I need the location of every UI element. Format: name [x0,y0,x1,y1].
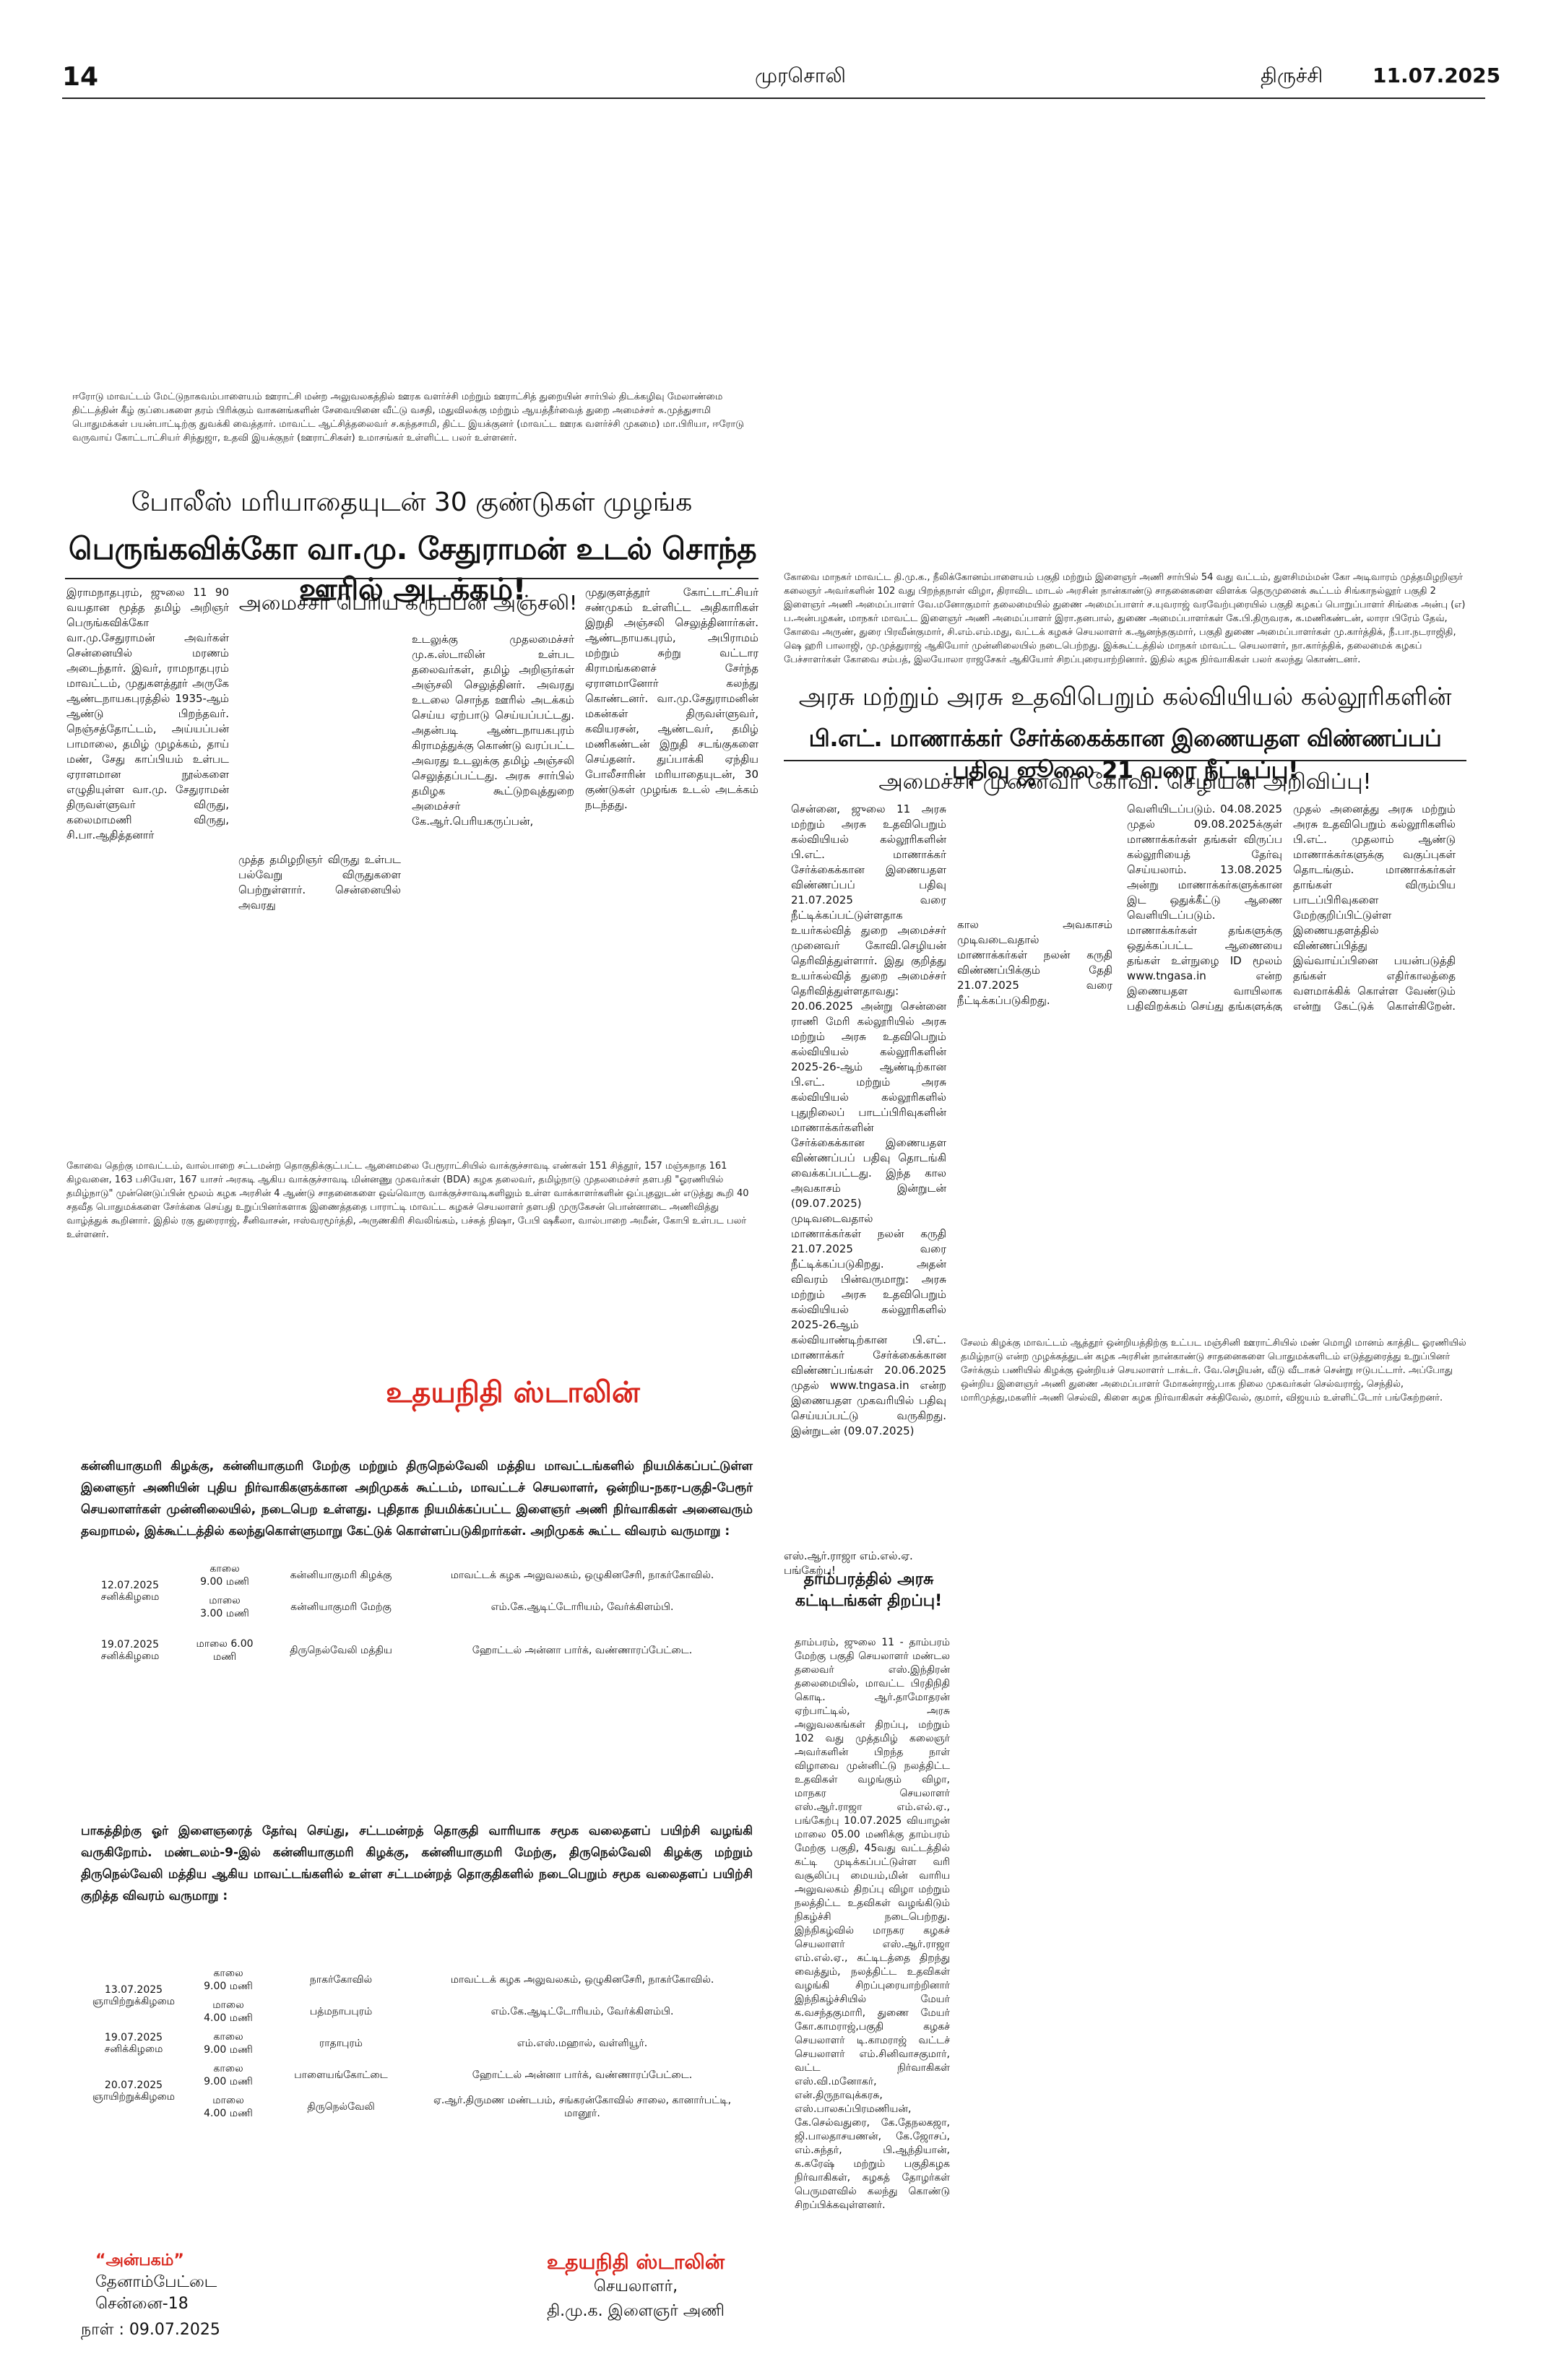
schedule-time: மாலை [209,1595,241,1606]
footer-line: உதயநிதி ஸ்டாலின் [546,2250,725,2274]
schedule-venue: ஹோட்டல் அன்னா பார்க், வண்ணாரப்பேட்டை. [472,1645,693,1656]
schedule-day: ஞாயிற்றுக்கிழமை [92,1996,176,2007]
article-col-1: இராமநாதபுரம், ஜுலை 11 90 வயதான மூத்த தமி… [66,586,229,841]
edition: திருச்சி [1261,64,1323,87]
article-kicker: போலீஸ் மரியாதையுடன் 30 குண்டுகள் முழங்க [131,488,693,517]
schedule-date: 13.07.2025 [104,1984,163,1996]
schedule-time: காலை [213,2063,243,2074]
notice-footer-right: உதயநிதி ஸ்டாலின் செயலாளர், தி.மு.க. இளைஞ… [520,2250,751,2324]
tambaram-headline: தாம்பரத்தில் அரசு கட்டிடங்கள் திறப்பு! [795,1570,943,1610]
schedule-time: காலை [213,2031,243,2043]
table-row: மாலை 4.00 மணி திருநெல்வேலி ஏ.ஆர்.திருமண ம… [81,2092,753,2124]
schedule-venue: மாவட்டக் கழக அலுவலகம், ஒழுகினசேரி, நாகர்… [450,1974,714,1986]
schedule-time-value: 9.00 மணி [204,2076,253,2087]
bed-col-1: சென்னை, ஜுலை 11 அரசு மற்றும் அரசு உதவிபெ… [791,802,946,1437]
schedule-time-value: 3.00 மணி [200,1608,249,1619]
notice-footer-left: “அன்பகம்” தேனாம்பேட்டை சென்னை-18 நாள் : … [81,2250,262,2341]
footer-line: செயலாளர், [593,2277,678,2295]
article-col-3: உடலுக்கு முதலமைச்சர் மு.க.ஸ்டாலின் உள்பட… [412,633,574,828]
notice-date: நாள் : 09.07.2025 [81,2321,220,2339]
table-row: மாலை4.00 மணி பத்மநாபபுரம் எம்.கே.ஆடிட்டோ… [81,1996,753,2028]
schedule-place: திருநெல்வேலி [307,2101,375,2113]
schedule-time: மாலை [212,2095,244,2106]
schedule-venue: எம்.கே.ஆடிட்டோரியம், வேர்க்கிளம்பி. [490,2006,674,2017]
notice-title: உதயநிதி ஸ்டாலின் [386,1376,640,1409]
schedule-district: கன்னியாகுமரி கிழக்கு [290,1570,392,1581]
schedule-time-value: 4.00 மணி [204,2108,253,2119]
footer-line: “அன்பகம்” [95,2251,184,2269]
schedule-venue: மாவட்டக் கழக அலுவலகம், ஒழுகினசேரி, நாகர்… [450,1570,714,1581]
schedule-venue: எம்.எஸ்.மஹால், வள்ளியூர். [517,2038,648,2049]
bed-col-2: கால அவகாசம் முடிவடைவதால் மாணாக்கர்கள் நல… [957,918,1112,1011]
bed-subhead: அமைச்சர் முனைவர் கோவி. செழியன் அறிவிப்பு… [878,769,1372,795]
issue-date: 11.07.2025 [1373,64,1501,87]
schedule-day: சனிக்கிழமை [100,1591,160,1603]
schedule-venue: ஹோட்டல் அன்னா பார்க், வண்ணாரப்பேட்டை. [472,2069,693,2081]
schedule-district: கன்னியாகுமரி மேற்கு [290,1601,392,1613]
schedule-place: பத்மநாபபுரம் [309,2006,373,2017]
article-col-2: முத்த தமிழறிஞர் விருது உள்பட பல்வேறு விர… [238,853,401,910]
notice-intro: கன்னியாகுமரி கிழக்கு, கன்னியாகுமரி மேற்க… [81,1459,753,1539]
schedule-place: பாளையங்கோட்டை [294,2069,388,2081]
schedule-day: சனிக்கிழமை [104,2043,163,2055]
bed-col-4: முதல் அனைத்து அரசு மற்றும் அரசு உதவிபெறு… [1293,802,1456,1011]
photo-caption-kovai: கோவை தெற்கு மாவட்டம், வால்பாறை சட்டமன்ற … [66,1161,749,1240]
schedule-time-value: 4.00 மணி [204,2012,253,2024]
schedule-district: திருநெல்வேலி மத்திய [290,1645,392,1656]
article-subhead: அமைச்சர் பெரிய கருப்பன் அஞ்சலி! [238,591,578,615]
footer-line: தேனாம்பேட்டை [95,2273,217,2291]
schedule-time: காலை [213,1968,243,1979]
schedule-time: மாலை 6.00 [196,1638,254,1650]
tambaram-kicker: எஸ்.ஆர்.ராஜா எம்.எல்.ஏ. பங்கேற்பு! [784,1549,913,1577]
photo-caption-erode: ஈரோடு மாவட்டம் மேட்டுநாகவம்பாளையம் ஊராட்… [72,391,744,443]
schedule-date: 19.07.2025 [104,2032,163,2043]
tambaram-body: தாம்பரம், ஜுலை 11 - தாம்பரம் மேற்கு பகுத… [795,1637,950,2211]
schedule-time-value: 9.00 மணி [204,2044,253,2056]
bed-headline-rule [784,760,1466,761]
schedule-date: 19.07.2025 [100,1639,160,1650]
table-row: மாலை 3.00 மணி கன்னியாகுமரி மேற்கு எம்.கே.… [81,1592,753,1624]
schedule-venue: ஏ.ஆர்.திருமண மண்டபம், சங்கரன்கோவில் சாலை… [433,2095,732,2119]
schedule-place: ராதாபுரம் [319,2038,363,2049]
schedule-time-value: 9.00 மணி [204,1981,253,1992]
footer-line: தி.மு.க. இளைஞர் அணி [547,2302,725,2320]
schedule-time-value: 9.00 மணி [200,1576,249,1588]
article-headline: பெருங்கவிக்கோ வா.மு. சேதுராமன் உடல் சொந்… [68,531,757,607]
newspaper-name: முரசொலி [755,64,846,87]
photo-caption-salem: சேலம் கிழக்கு மாவட்டம் ஆத்தூர் ஒன்றியத்த… [961,1338,1466,1403]
schedule-date: 20.07.2025 [104,2080,163,2091]
photo-caption-coimbatore: கோவை மாநகர் மாவட்ட தி.மு.க., நீலிக்கோனம்… [784,572,1466,665]
article-col-4: முதுகுளத்தூர் கோட்டாட்சியர் சண்முகம் உள்… [585,586,758,811]
page-number: 14 [62,62,99,92]
schedule-day: சனிக்கிழமை [100,1650,160,1662]
schedule-day: ஞாயிற்றுக்கிழமை [92,2091,176,2103]
header-rule [62,98,1485,99]
notice-para-2: பாகத்திற்கு ஓர் இளைஞரைத் தேர்வு செய்து, … [81,1824,753,1903]
schedule-time: மாலை [212,1999,244,2011]
schedule-time: காலை [209,1563,240,1575]
footer-line: சென்னை-18 [95,2295,189,2313]
bed-kicker: அரசு மற்றும் அரசு உதவிபெறும் கல்வியியல் … [798,683,1452,711]
schedule-date: 12.07.2025 [100,1580,160,1591]
schedule-venue: எம்.கே.ஆடிட்டோரியம், வேர்க்கிளம்பி. [490,1601,674,1613]
bed-col-3: வெளியிடப்படும். 04.08.2025 முதல் 09.08.2… [1127,802,1282,1011]
headline-rule [65,578,758,579]
schedule-time-value: மணி [212,1651,237,1663]
schedule-place: நாகர்கோவில் [309,1974,373,1986]
